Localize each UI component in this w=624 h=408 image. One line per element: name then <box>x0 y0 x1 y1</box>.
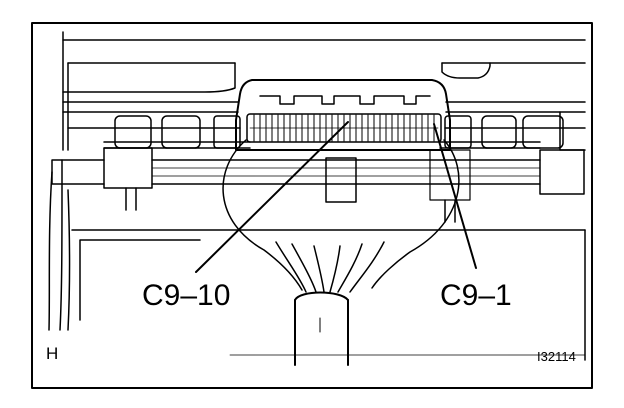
connector-c9 <box>235 79 451 151</box>
wire-harness <box>222 139 460 366</box>
lower-panel <box>71 229 586 361</box>
wire-rail <box>51 141 585 223</box>
left-cables <box>48 171 71 331</box>
leader-c9-1 <box>433 123 477 269</box>
figure-code: I32114 <box>537 349 576 364</box>
leader-c9-10 <box>195 121 349 273</box>
diagram-frame <box>31 22 593 389</box>
pin-label-c9-10: C9–10 <box>142 279 231 312</box>
view-letter: H <box>46 344 59 363</box>
pin-label-c9-1: C9–1 <box>440 279 512 312</box>
pin-cavity <box>246 113 442 143</box>
ecu-housing <box>62 31 586 151</box>
